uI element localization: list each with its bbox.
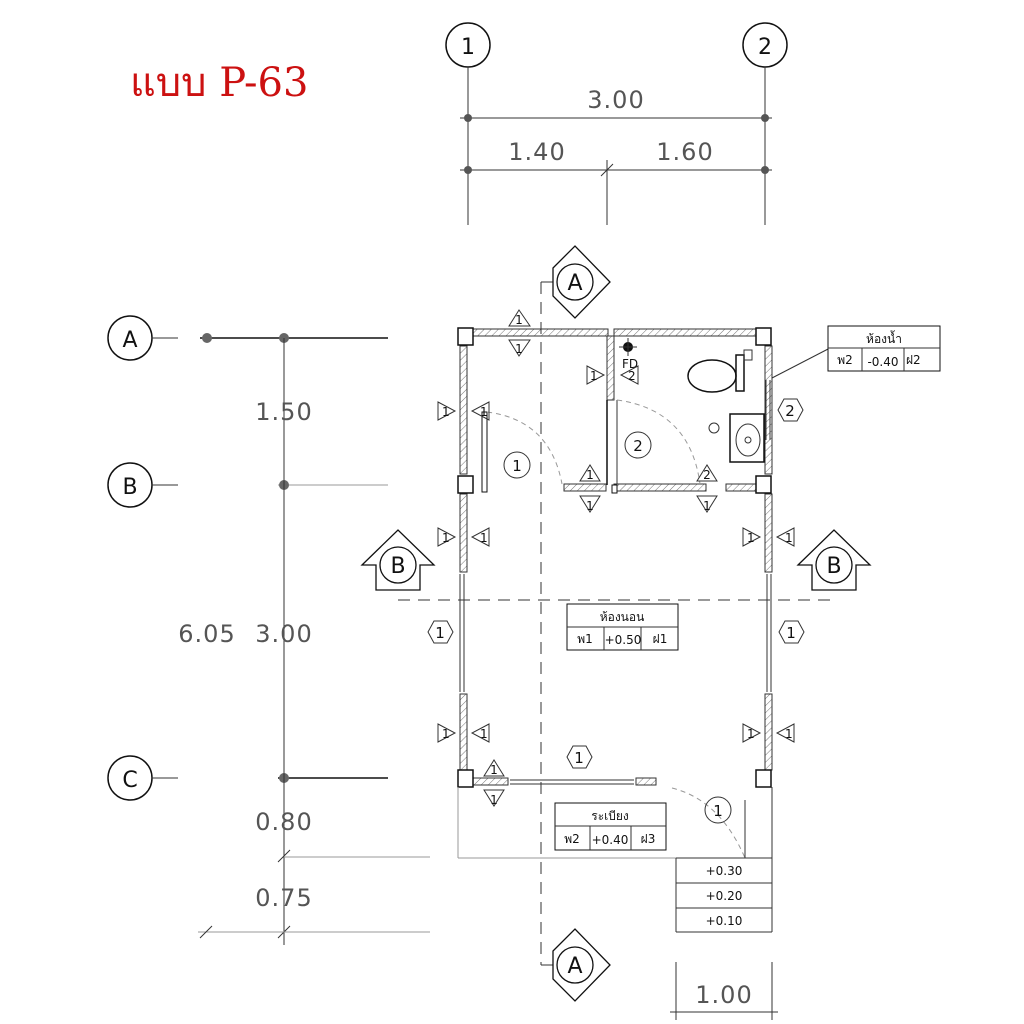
svg-text:พ2: พ2 <box>837 353 853 367</box>
grid-bubble-row-b: B <box>107 462 388 508</box>
svg-text:+0.40: +0.40 <box>592 833 629 847</box>
svg-text:1: 1 <box>435 624 445 642</box>
building-walls <box>457 327 773 788</box>
dim-bc: 3.00 <box>255 620 312 648</box>
bathroom-fixtures: FD <box>619 338 765 463</box>
step-level-3: +0.10 <box>706 914 743 928</box>
svg-text:2: 2 <box>758 35 772 60</box>
section-line-b: B B <box>360 529 872 601</box>
drawing-title: แบบ P-63 <box>130 60 309 106</box>
svg-text:1: 1 <box>515 342 523 356</box>
svg-text:ห้องน้ำ: ห้องน้ำ <box>866 330 902 346</box>
svg-text:1: 1 <box>442 531 450 545</box>
svg-text:B: B <box>122 475 137 500</box>
svg-text:ฝ2: ฝ2 <box>906 353 921 367</box>
svg-text:1: 1 <box>785 727 793 741</box>
svg-text:1: 1 <box>747 531 755 545</box>
svg-text:พ1: พ1 <box>577 632 593 646</box>
svg-text:1: 1 <box>490 763 498 777</box>
grid-bubble-row-a: A <box>107 315 388 361</box>
dim-step: 0.75 <box>255 884 312 912</box>
grid-bubble-col-2: 2 <box>742 22 788 225</box>
svg-text:2: 2 <box>785 402 795 420</box>
room-tag-porch: ระเบียง พ2 +0.40 ฝ3 <box>554 802 667 851</box>
svg-text:1: 1 <box>461 35 475 60</box>
svg-text:1: 1 <box>786 624 796 642</box>
top-dimension: 3.00 1.40 1.60 <box>460 86 772 225</box>
svg-text:1: 1 <box>480 727 488 741</box>
svg-text:B: B <box>826 554 841 579</box>
svg-text:1: 1 <box>442 405 450 419</box>
svg-text:A: A <box>567 954 582 979</box>
step-level-2: +0.20 <box>706 889 743 903</box>
left-dimension: 1.50 6.05 3.00 0.80 0.75 <box>178 338 430 945</box>
svg-text:A: A <box>567 271 582 296</box>
svg-text:1: 1 <box>785 531 793 545</box>
dim-left-width: 1.40 <box>508 138 565 166</box>
svg-text:2: 2 <box>628 369 636 383</box>
room-tag-bathroom: ห้องน้ำ พ2 -0.40 ฝ2 <box>827 325 941 372</box>
svg-text:ห้องนอน: ห้องนอน <box>600 610 645 624</box>
room-number-bubbles: 1 2 1 <box>503 431 732 824</box>
dim-step-width: 1.00 <box>695 981 752 1009</box>
svg-text:1: 1 <box>747 727 755 741</box>
windows <box>459 380 772 785</box>
svg-text:1: 1 <box>480 531 488 545</box>
dim-right-width: 1.60 <box>656 138 713 166</box>
window-type-marks: 1 1 1 2 <box>427 347 831 769</box>
svg-text:ระเบียง: ระเบียง <box>591 809 629 823</box>
svg-text:ฝ3: ฝ3 <box>641 832 656 846</box>
svg-text:ฝ1: ฝ1 <box>653 632 668 646</box>
svg-text:1: 1 <box>703 499 711 513</box>
svg-text:พ2: พ2 <box>564 832 580 846</box>
svg-text:B: B <box>390 554 405 579</box>
svg-text:1: 1 <box>590 369 598 383</box>
svg-text:A: A <box>122 328 137 353</box>
grid-bubble-col-1: 1 <box>445 22 491 225</box>
svg-text:2: 2 <box>703 468 711 482</box>
step-level-1: +0.30 <box>706 864 743 878</box>
grid-bubble-row-c: C <box>107 755 388 801</box>
svg-text:1: 1 <box>574 749 584 767</box>
dim-total-depth: 6.05 <box>178 620 235 648</box>
svg-text:1: 1 <box>512 457 522 475</box>
section-line-a: A A <box>540 245 611 1002</box>
svg-text:1: 1 <box>713 802 723 820</box>
dim-ab: 1.50 <box>255 398 312 426</box>
dim-porch: 0.80 <box>255 808 312 836</box>
svg-text:1: 1 <box>442 727 450 741</box>
svg-text:+0.50: +0.50 <box>605 633 642 647</box>
svg-text:1: 1 <box>586 499 594 513</box>
svg-text:1: 1 <box>490 793 498 807</box>
doors <box>481 399 746 859</box>
svg-text:1: 1 <box>480 405 488 419</box>
porch-and-steps: +0.30 +0.20 +0.10 1.00 <box>457 787 778 1020</box>
svg-text:-0.40: -0.40 <box>867 355 898 369</box>
svg-text:C: C <box>122 768 137 793</box>
room-tag-bedroom: ห้องนอน พ1 +0.50 ฝ1 <box>566 603 679 651</box>
svg-text:1: 1 <box>586 468 594 482</box>
svg-text:2: 2 <box>633 437 643 455</box>
dim-total-width: 3.00 <box>587 86 644 114</box>
wall-type-marks: 1 1 1 1 1 1 1 1 1 1 1 1 1 2 1 1 2 1 1 <box>437 309 795 807</box>
svg-text:1: 1 <box>515 313 523 327</box>
